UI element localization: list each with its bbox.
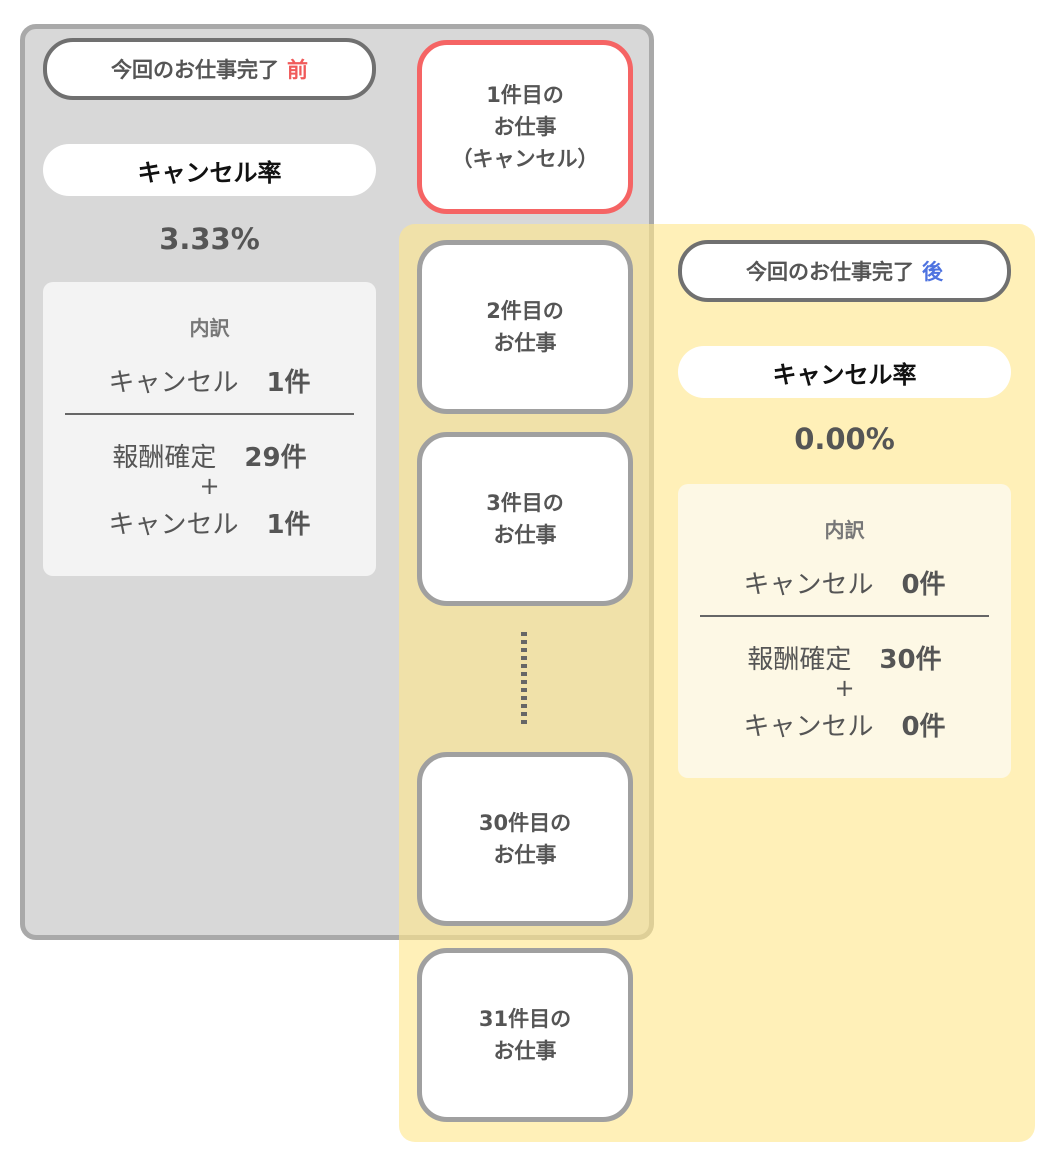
- after-confirmed-count: 30件: [879, 645, 942, 675]
- after-cancel-line-2: キャンセル 0件: [678, 706, 1011, 743]
- job-card-2: 2件目の お仕事: [417, 240, 633, 414]
- before-cancel-count-2: 1件: [266, 510, 311, 540]
- job-card-3: 3件目の お仕事: [417, 432, 633, 606]
- after-rate-value: 0.00%: [794, 422, 895, 456]
- before-rate-label-text: キャンセル率: [137, 158, 282, 187]
- after-breakdown-title: 内訳: [824, 518, 865, 542]
- before-breakdown-divider: [65, 413, 354, 415]
- after-rate-label: キャンセル率: [678, 346, 1011, 398]
- before-header-text: 今回のお仕事完了: [111, 58, 279, 82]
- job-3-line2: お仕事: [493, 523, 557, 547]
- after-cancel-label: キャンセル: [743, 570, 874, 600]
- before-breakdown: 内訳 キャンセル 1件 報酬確定 29件 + キャンセル 1件: [43, 282, 376, 576]
- after-rate-label-text: キャンセル率: [772, 360, 917, 389]
- before-confirmed-line: 報酬確定 29件: [43, 437, 376, 474]
- job-2-line1: 2件目の: [486, 299, 564, 323]
- job-3-line1: 3件目の: [486, 491, 564, 515]
- after-confirmed-line: 報酬確定 30件: [678, 639, 1011, 676]
- before-cancel-line: キャンセル 1件: [43, 362, 376, 399]
- after-plus: +: [834, 674, 855, 702]
- after-header-mark: 後: [922, 260, 943, 284]
- job-30-line1: 30件目の: [478, 811, 572, 835]
- before-confirmed-label: 報酬確定: [112, 443, 217, 473]
- after-breakdown: 内訳 キャンセル 0件 報酬確定 30件 + キャンセル 0件: [678, 484, 1011, 778]
- job-card-31: 31件目の お仕事: [417, 948, 633, 1122]
- job-2-line2: お仕事: [493, 331, 557, 355]
- before-plus: +: [199, 472, 220, 500]
- after-header-text: 今回のお仕事完了: [746, 260, 914, 284]
- job-1-line3: （キャンセル）: [451, 147, 599, 171]
- before-cancel-count: 1件: [266, 368, 311, 398]
- ellipsis-dots: [521, 632, 527, 726]
- after-cancel-count-2: 0件: [901, 712, 946, 742]
- after-header-pill: 今回のお仕事完了 後: [678, 240, 1011, 302]
- before-rate-label: キャンセル率: [43, 144, 376, 196]
- before-rate-value: 3.33%: [159, 222, 260, 256]
- after-breakdown-divider: [700, 615, 989, 617]
- before-cancel-label: キャンセル: [108, 368, 239, 398]
- before-header-pill: 今回のお仕事完了 前: [43, 38, 376, 100]
- job-30-line2: お仕事: [493, 843, 557, 867]
- before-cancel-label-2: キャンセル: [108, 510, 239, 540]
- job-card-1: 1件目の お仕事 （キャンセル）: [417, 40, 633, 214]
- before-cancel-line-2: キャンセル 1件: [43, 504, 376, 541]
- job-31-line1: 31件目の: [478, 1007, 572, 1031]
- job-31-line2: お仕事: [493, 1039, 557, 1063]
- job-1-line1: 1件目の: [486, 83, 564, 107]
- after-cancel-line: キャンセル 0件: [678, 564, 1011, 601]
- after-cancel-label-2: キャンセル: [743, 712, 874, 742]
- job-card-30: 30件目の お仕事: [417, 752, 633, 926]
- before-breakdown-title: 内訳: [189, 316, 230, 340]
- after-confirmed-label: 報酬確定: [747, 645, 852, 675]
- before-header-mark: 前: [287, 58, 308, 82]
- before-confirmed-count: 29件: [244, 443, 307, 473]
- job-1-line2: お仕事: [493, 115, 557, 139]
- after-cancel-count: 0件: [901, 570, 946, 600]
